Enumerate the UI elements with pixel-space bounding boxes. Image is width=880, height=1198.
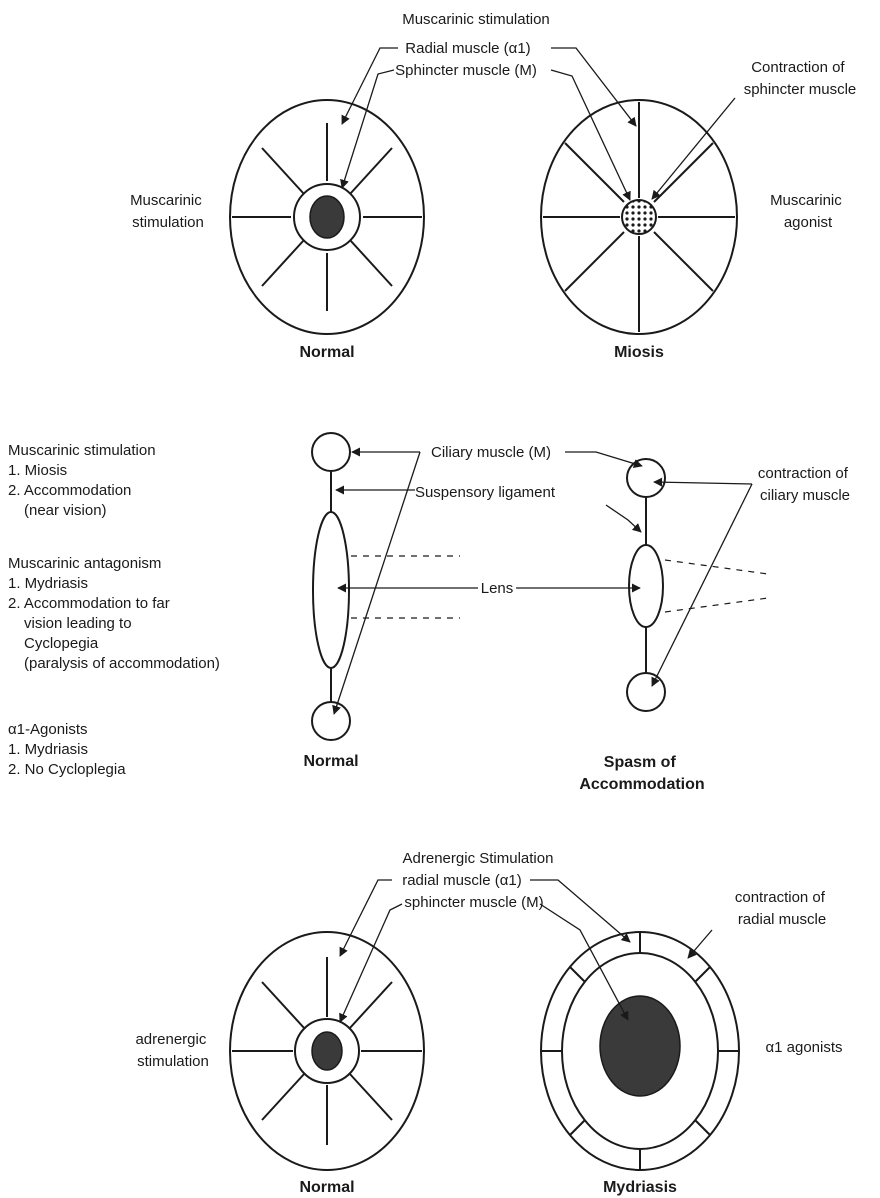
miosis-eye: [540, 99, 738, 335]
sphincter-ring: [294, 1018, 360, 1084]
ciliary-contraction-label: contraction of ciliary muscle: [758, 465, 852, 504]
note-list: 1. Mydriasis 2. No Cycloplegia: [8, 740, 308, 780]
bottom-left-caption: Normal: [299, 1179, 354, 1196]
middle-left-caption: Normal: [303, 753, 358, 770]
bottom-panel: Adrenergic Stimulation radial muscle (α1…: [135, 850, 842, 1196]
radial-muscles: [541, 932, 739, 1170]
note-item: 2. Accommodation to far: [8, 595, 170, 612]
note-title: Muscarinic antagonism: [8, 555, 162, 572]
sphincter-ring: [293, 183, 361, 251]
bottom-sphincter-label: sphincter muscle (M): [404, 894, 543, 911]
middle-leader-arrows: [332, 447, 753, 715]
bottom-contraction-label: contraction of radial muscle: [735, 889, 829, 928]
note-title: α1-Agonists: [8, 721, 88, 738]
bottom-right-side-label: α1 agonists: [765, 1039, 842, 1056]
note-muscarinic-antagonism: Muscarinic antagonism 1. Mydriasis 2. Ac…: [8, 554, 308, 674]
middle-panel: Normal Spasm of Accommodation Ciliary mu…: [303, 432, 852, 793]
note-alpha1-agonists: α1-Agonists 1. Mydriasis 2. No Cyclopleg…: [8, 720, 308, 780]
ciliary-muscle-label: Ciliary muscle (M): [431, 444, 551, 461]
iris-outline: [229, 99, 425, 335]
normal-lens-structure: [311, 432, 460, 741]
pupil: [309, 195, 345, 239]
dilated-pupil: [599, 995, 681, 1097]
top-sphincter-label: Sphincter muscle (M): [395, 62, 537, 79]
note-item: 1. Mydriasis: [8, 741, 89, 758]
note-item: (near vision): [24, 502, 107, 519]
top-right-side-label: Muscarinic agonist: [770, 192, 846, 231]
lens-label: Lens: [481, 580, 514, 597]
note-item: Cyclopegia: [24, 635, 99, 652]
suspensory-ligament-label: Suspensory ligament: [415, 484, 556, 501]
radial-muscles: [232, 957, 422, 1145]
pupil: [311, 1031, 343, 1071]
ciliary-muscle-bottom: [311, 701, 351, 741]
ciliary-muscle-bottom: [626, 672, 666, 712]
radial-muscles: [543, 102, 735, 332]
note-title: Muscarinic stimulation: [8, 442, 156, 459]
top-left-caption: Normal: [299, 344, 354, 361]
top-panel: Muscarinic stimulation Radial muscle (α1…: [130, 11, 856, 361]
bottom-left-side-label: adrenergic stimulation: [135, 1031, 210, 1070]
ciliary-muscle-top: [626, 458, 666, 498]
ciliary-muscle-top: [311, 432, 351, 472]
spasm-lens-structure: [626, 458, 769, 712]
top-leader-arrows: [340, 47, 736, 201]
bottom-radial-label: radial muscle (α1): [402, 872, 522, 889]
note-item: 1. Mydriasis: [8, 575, 89, 592]
iris-outline: [540, 99, 738, 335]
middle-right-caption: Spasm of Accommodation: [579, 754, 704, 793]
note-item: (paralysis of accommodation): [24, 655, 220, 672]
lens: [312, 511, 350, 669]
constricted-pupil: [621, 199, 657, 235]
note-item: 1. Miosis: [8, 462, 68, 479]
top-radial-label: Radial muscle (α1): [405, 40, 530, 57]
top-contraction-label: Contraction of sphincter muscle: [744, 59, 857, 98]
normal-eye-bottom: [229, 931, 425, 1171]
note-list: 1. Mydriasis 2. Accommodation to far vis…: [8, 574, 308, 674]
lens: [628, 544, 664, 628]
bottom-header: Adrenergic Stimulation: [403, 850, 554, 867]
bottom-right-caption: Mydriasis: [603, 1179, 677, 1196]
note-item: vision leading to: [24, 615, 132, 632]
note-muscarinic-stimulation: Muscarinic stimulation 1. Miosis 2. Acco…: [8, 441, 308, 521]
note-list: 1. Miosis 2. Accommodation (near vision): [8, 461, 308, 521]
iris-outline: [229, 931, 425, 1171]
mydriasis-eye: [540, 931, 740, 1171]
note-item: 2. No Cycloplegia: [8, 761, 126, 778]
top-right-caption: Miosis: [614, 344, 664, 361]
top-left-side-label: Muscarinic stimulation: [130, 192, 206, 231]
radial-muscles: [232, 123, 422, 311]
bottom-leader-arrows: [339, 879, 713, 1023]
normal-eye-top: [229, 99, 425, 335]
top-header: Muscarinic stimulation: [402, 11, 550, 28]
note-item: 2. Accommodation: [8, 482, 132, 499]
